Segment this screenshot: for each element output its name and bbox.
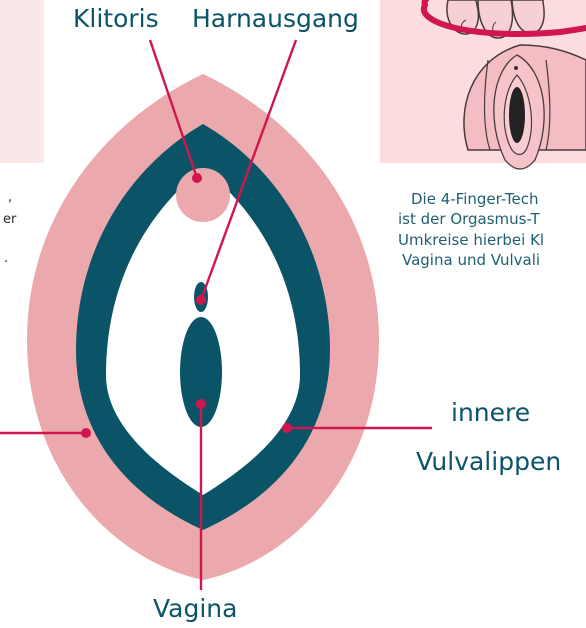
vulva-cross-section [27, 74, 379, 580]
label-urethra: Harnausgang [192, 4, 359, 33]
label-clitoris: Klitoris [73, 4, 159, 33]
left-info-panel [0, 0, 44, 163]
left-fragment-2: er [3, 212, 16, 227]
label-inner-lips-line2: Vulvalippen [416, 447, 561, 476]
left-fragment-3: . [4, 251, 8, 266]
label-inner-lips-line1: innere [451, 398, 530, 427]
caption-line-2: ist der Orgasmus-T [398, 210, 540, 228]
caption-line-1: Die 4-Finger-Tech [411, 190, 538, 208]
inset-illustration [380, 0, 586, 169]
left-fragment-1: , [8, 190, 12, 205]
caption-line-4: Vagina und Vulvali [402, 251, 540, 269]
clitoris-shape [176, 168, 230, 222]
caption-line-3: Umkreise hierbei Kl [398, 231, 544, 249]
label-vagina: Vagina [153, 594, 237, 623]
